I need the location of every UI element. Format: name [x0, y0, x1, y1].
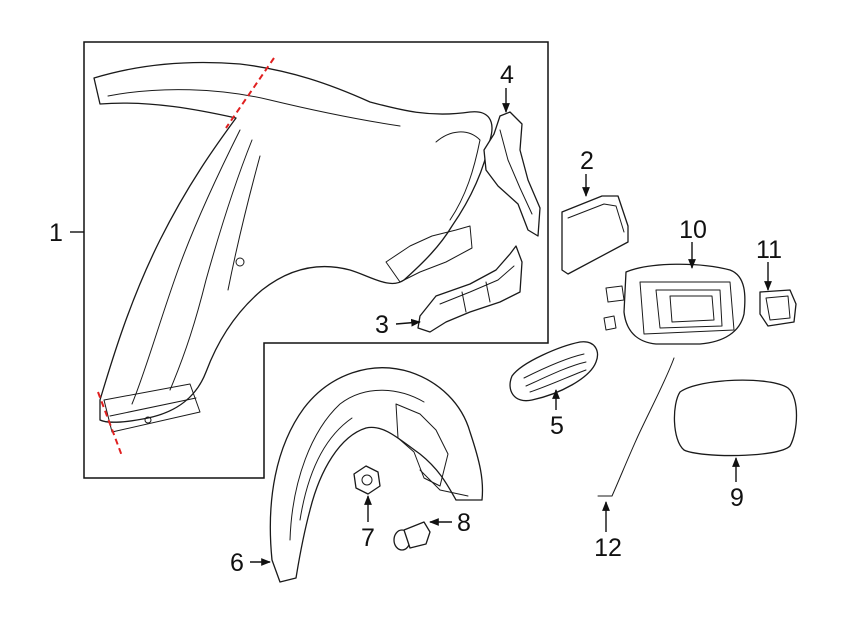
- quarter-panel-part: [93, 61, 493, 433]
- callout-11: 11: [756, 236, 782, 264]
- callout-9: 9: [730, 484, 744, 512]
- assembly-frame: [83, 41, 549, 479]
- fuel-door-part-9: [673, 379, 798, 457]
- callout-5: 5: [550, 412, 564, 440]
- nut-part-7: [353, 465, 381, 495]
- clip-part-11: [759, 289, 797, 327]
- callout-8: 8: [457, 509, 471, 537]
- wheel-liner-part-6: [269, 367, 484, 583]
- cut-line-upper: [225, 57, 275, 129]
- bracket-part-3: [417, 245, 523, 333]
- cut-line-lower: [97, 391, 123, 457]
- push-clip-part-8: [393, 521, 431, 551]
- release-cable-part-12: [597, 357, 675, 497]
- callout-3: 3: [375, 311, 389, 339]
- callout-6: 6: [230, 549, 244, 577]
- callout-1: 1: [49, 219, 63, 247]
- callout-4: 4: [500, 61, 514, 89]
- fuel-door-housing-part-10: [603, 263, 746, 345]
- callout-2: 2: [580, 147, 594, 175]
- callout-7: 7: [361, 524, 375, 552]
- leader-lines: [70, 88, 772, 566]
- trim-panel-part-2: [561, 195, 629, 275]
- bracket-part-4: [483, 111, 541, 237]
- callout-10: 10: [679, 216, 707, 244]
- callout-12: 12: [594, 534, 622, 562]
- vent-grille-part-5: [509, 341, 599, 402]
